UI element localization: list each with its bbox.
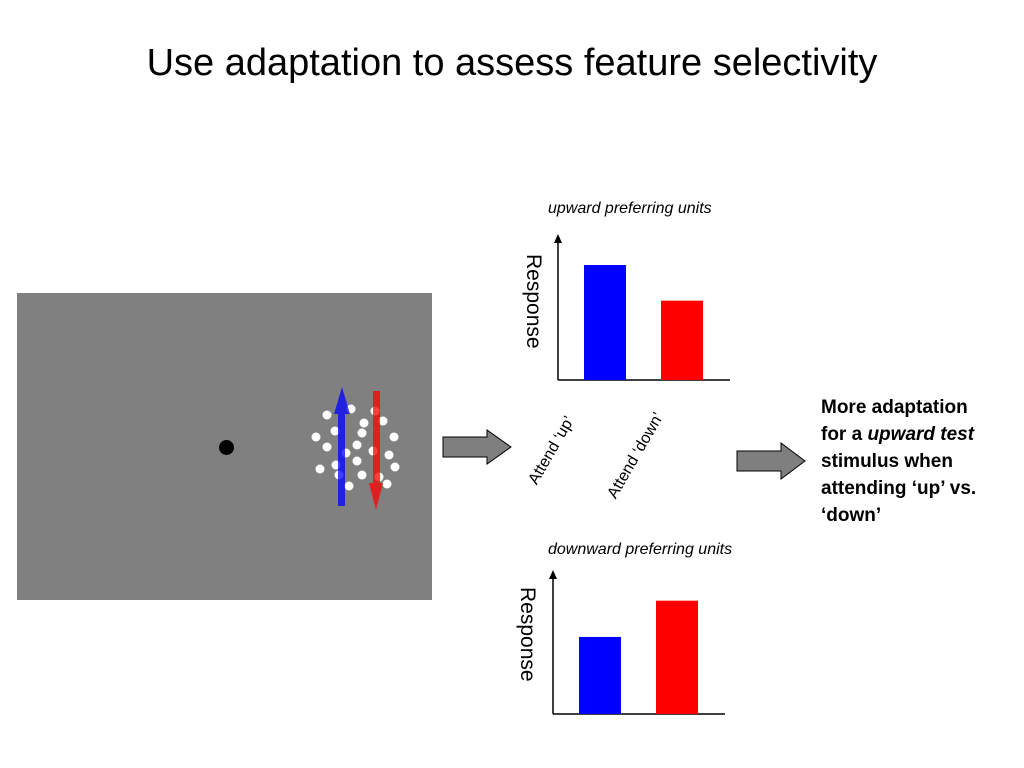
- flow-arrow-1: [442, 429, 512, 465]
- chart2-plot: [549, 570, 725, 715]
- up-motion-arrow: [334, 387, 350, 506]
- chart2-ylabel: Response: [516, 587, 539, 682]
- conclusion-line-2-pre: for a: [821, 424, 868, 445]
- conclusion-line-5: ‘down’: [821, 505, 882, 526]
- chart1-bar-1: [661, 300, 703, 380]
- chart2-bar-1: [656, 600, 698, 714]
- chart1-xlabel-1: Attend ‘down’: [604, 409, 668, 502]
- conclusion-text: More adaptation for a upward test stimul…: [821, 394, 1021, 529]
- slide-title: Use adaptation to assess feature selecti…: [146, 42, 878, 84]
- dot-field: [311, 404, 400, 491]
- stimulus-graphic: [311, 387, 400, 510]
- conclusion-line-3: stimulus when: [821, 451, 953, 472]
- flow-arrow-2: [736, 442, 806, 480]
- chart2-bar-0: [579, 636, 621, 714]
- conclusion-line-1: More adaptation: [821, 397, 968, 418]
- chart1-bar-0: [584, 265, 626, 380]
- chart1-ylabel: Response: [522, 254, 545, 349]
- conclusion-line-2: for a upward test: [821, 421, 1021, 448]
- chart1-xlabel-0: Attend ‘up’: [525, 413, 578, 488]
- conclusion-line-4: attending ‘up’ vs.: [821, 478, 977, 499]
- chart2-y-axis-arrowhead: [549, 570, 557, 579]
- conclusion-emphasis: upward test: [867, 424, 975, 445]
- down-motion-arrow: [369, 391, 383, 510]
- chart1-plot: [554, 234, 730, 381]
- fixation-dot: [219, 440, 234, 455]
- chart1-y-axis-arrowhead: [554, 234, 562, 243]
- chart2-title: downward preferring units: [548, 541, 733, 558]
- chart1-title: upward preferring units: [548, 200, 712, 217]
